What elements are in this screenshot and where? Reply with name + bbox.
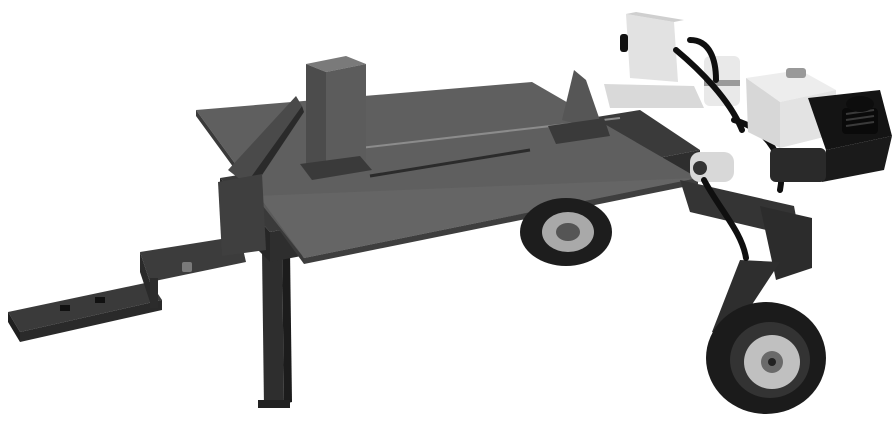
support-leg — [258, 246, 292, 408]
side-bracket — [218, 96, 304, 256]
wheel-icon — [706, 302, 826, 414]
engine-icon — [746, 68, 892, 182]
valve-block — [604, 12, 734, 182]
tow-hitch-icon — [8, 236, 246, 342]
hydraulic-hoses — [673, 37, 785, 261]
wheel-icon — [520, 198, 612, 266]
pusher-plate — [548, 70, 610, 144]
splitting-wedge-icon — [300, 56, 372, 180]
